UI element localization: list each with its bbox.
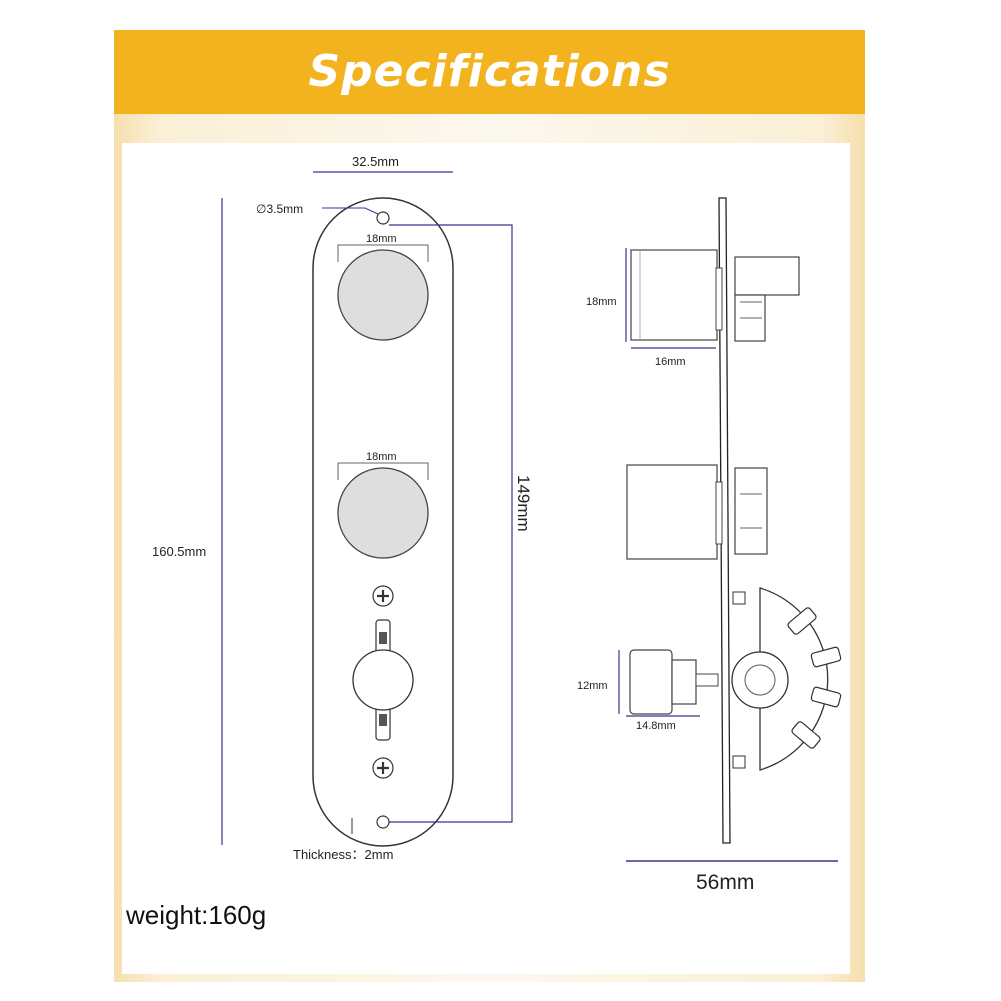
weight-label: weight:160g: [126, 900, 267, 930]
plate-side-edge: [718, 197, 731, 844]
knob2-bracket: [337, 462, 429, 480]
bottom-screw-hole: [376, 815, 390, 829]
tone-knob: [337, 467, 429, 559]
potentiometer-1: [630, 249, 800, 342]
jack-width-label: 14.8mm: [636, 720, 676, 732]
knob2-label: 18mm: [366, 451, 397, 463]
knob1-bracket: [337, 244, 429, 262]
knob1-label: 18mm: [366, 233, 397, 245]
hole-leader: [322, 207, 379, 215]
height-label: 160.5mm: [152, 544, 206, 559]
switch-slot-upper: [379, 632, 387, 644]
header-banner: Specifications: [114, 30, 865, 114]
toggle-switch: [629, 587, 842, 771]
length-dim-line: [389, 224, 513, 823]
volume-knob: [337, 249, 429, 341]
hole-label: ∅3.5mm: [256, 202, 303, 216]
depth-label: 56mm: [696, 871, 754, 894]
page-title: Specifications: [308, 46, 671, 97]
top-screw-hole: [376, 211, 390, 225]
potentiometer-2: [626, 464, 768, 560]
thickness-label: Thickness：2mm: [293, 847, 393, 862]
width-label: 32.5mm: [352, 154, 399, 169]
pot-width-label: 16mm: [655, 356, 686, 368]
upper-screw-icon: [372, 585, 394, 607]
switch-tip: [352, 649, 414, 711]
lower-screw-icon: [372, 757, 394, 779]
length-label: 149mm: [514, 475, 533, 532]
switch-slot-lower: [379, 714, 387, 726]
jack-height-label: 12mm: [577, 680, 608, 692]
pot-height-label: 18mm: [586, 296, 617, 308]
